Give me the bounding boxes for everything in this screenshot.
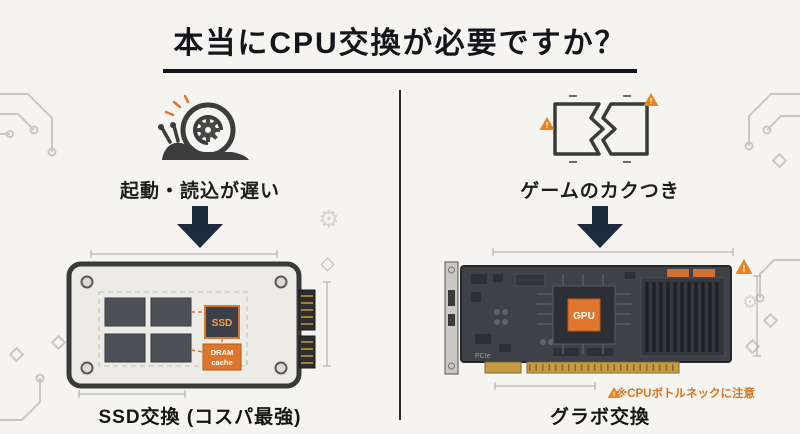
speed-sparkles-icon [164,94,190,117]
ssd-illustration: SSD DRAM cache [66,250,335,398]
dram-label-line1: DRAM [211,348,234,357]
capacitors [494,309,554,345]
ssd-controller-label: SSD [212,318,233,329]
ssd-symptom-label: 起動・読込が遅い [119,181,280,202]
gpu-illustration: GPU PCIe ! ! ※CPUボトルネックに注意 [444,248,761,400]
warning-mark: ! [613,392,615,399]
dram-cache-chip: DRAM cache [202,343,242,371]
gear-in-shell-icon [196,118,220,142]
gpu-column: ! ! ゲームのカクつき [400,88,800,434]
warning-mark: ! [743,264,746,274]
nand-flash-chips [104,297,192,363]
stutter-icon-area: ! ! [400,92,800,168]
down-arrow-icon [577,206,623,248]
ssd-caption: SSD交換 (コスパ最強) [98,407,302,428]
pcb-outline [98,291,248,367]
broken-screen-halves [553,102,649,156]
ssd-controller-chip: SSD [204,305,240,339]
pcie-edge-connector [484,361,680,374]
ssd-column: 起動・読込が遅い [0,88,400,434]
page-title-text: 本当にCPU交換が必要ですか？ [163,18,637,73]
cracked-screen-icon: ! ! [539,93,659,163]
pcie-label: PCIe [475,353,491,360]
warning-mark: ! [650,96,653,106]
warning-triangle-icon: ! [735,259,753,274]
warning-mark: ! [546,120,549,130]
pcb-components [471,272,635,356]
gpu-chip: GPU [537,274,631,354]
warning-triangle-icon: ! [643,93,659,106]
cpu-bottleneck-warning: ※CPUボトルネックに注意 [616,386,755,400]
vrm-module [514,273,546,287]
down-arrow-icon [177,206,223,248]
dimension-lines [492,248,761,390]
slow-startup-icon-area [0,92,400,172]
tick-marks [569,95,631,163]
snail-body [158,122,249,160]
dimension-lines [78,250,331,398]
warning-triangle-icon: ! [539,117,555,130]
case-screws [80,275,288,375]
io-bracket [444,261,459,375]
power-connectors [667,269,715,277]
blueprint-diamond-mark [320,257,335,272]
gpu-caption: グラボ交換 [549,407,650,428]
heatsink-fins [640,277,726,357]
gpu-symptom-label: ゲームのカクつき [520,181,680,202]
warning-triangle-icon: ! [607,387,621,399]
page-title: 本当にCPU交換が必要ですか？ [0,18,800,73]
dram-label-line2: cache [211,358,232,367]
column-divider [399,90,401,420]
gpu-chip-label: GPU [573,311,595,322]
sata-connector [298,289,316,369]
snail-gear-icon [158,94,249,160]
